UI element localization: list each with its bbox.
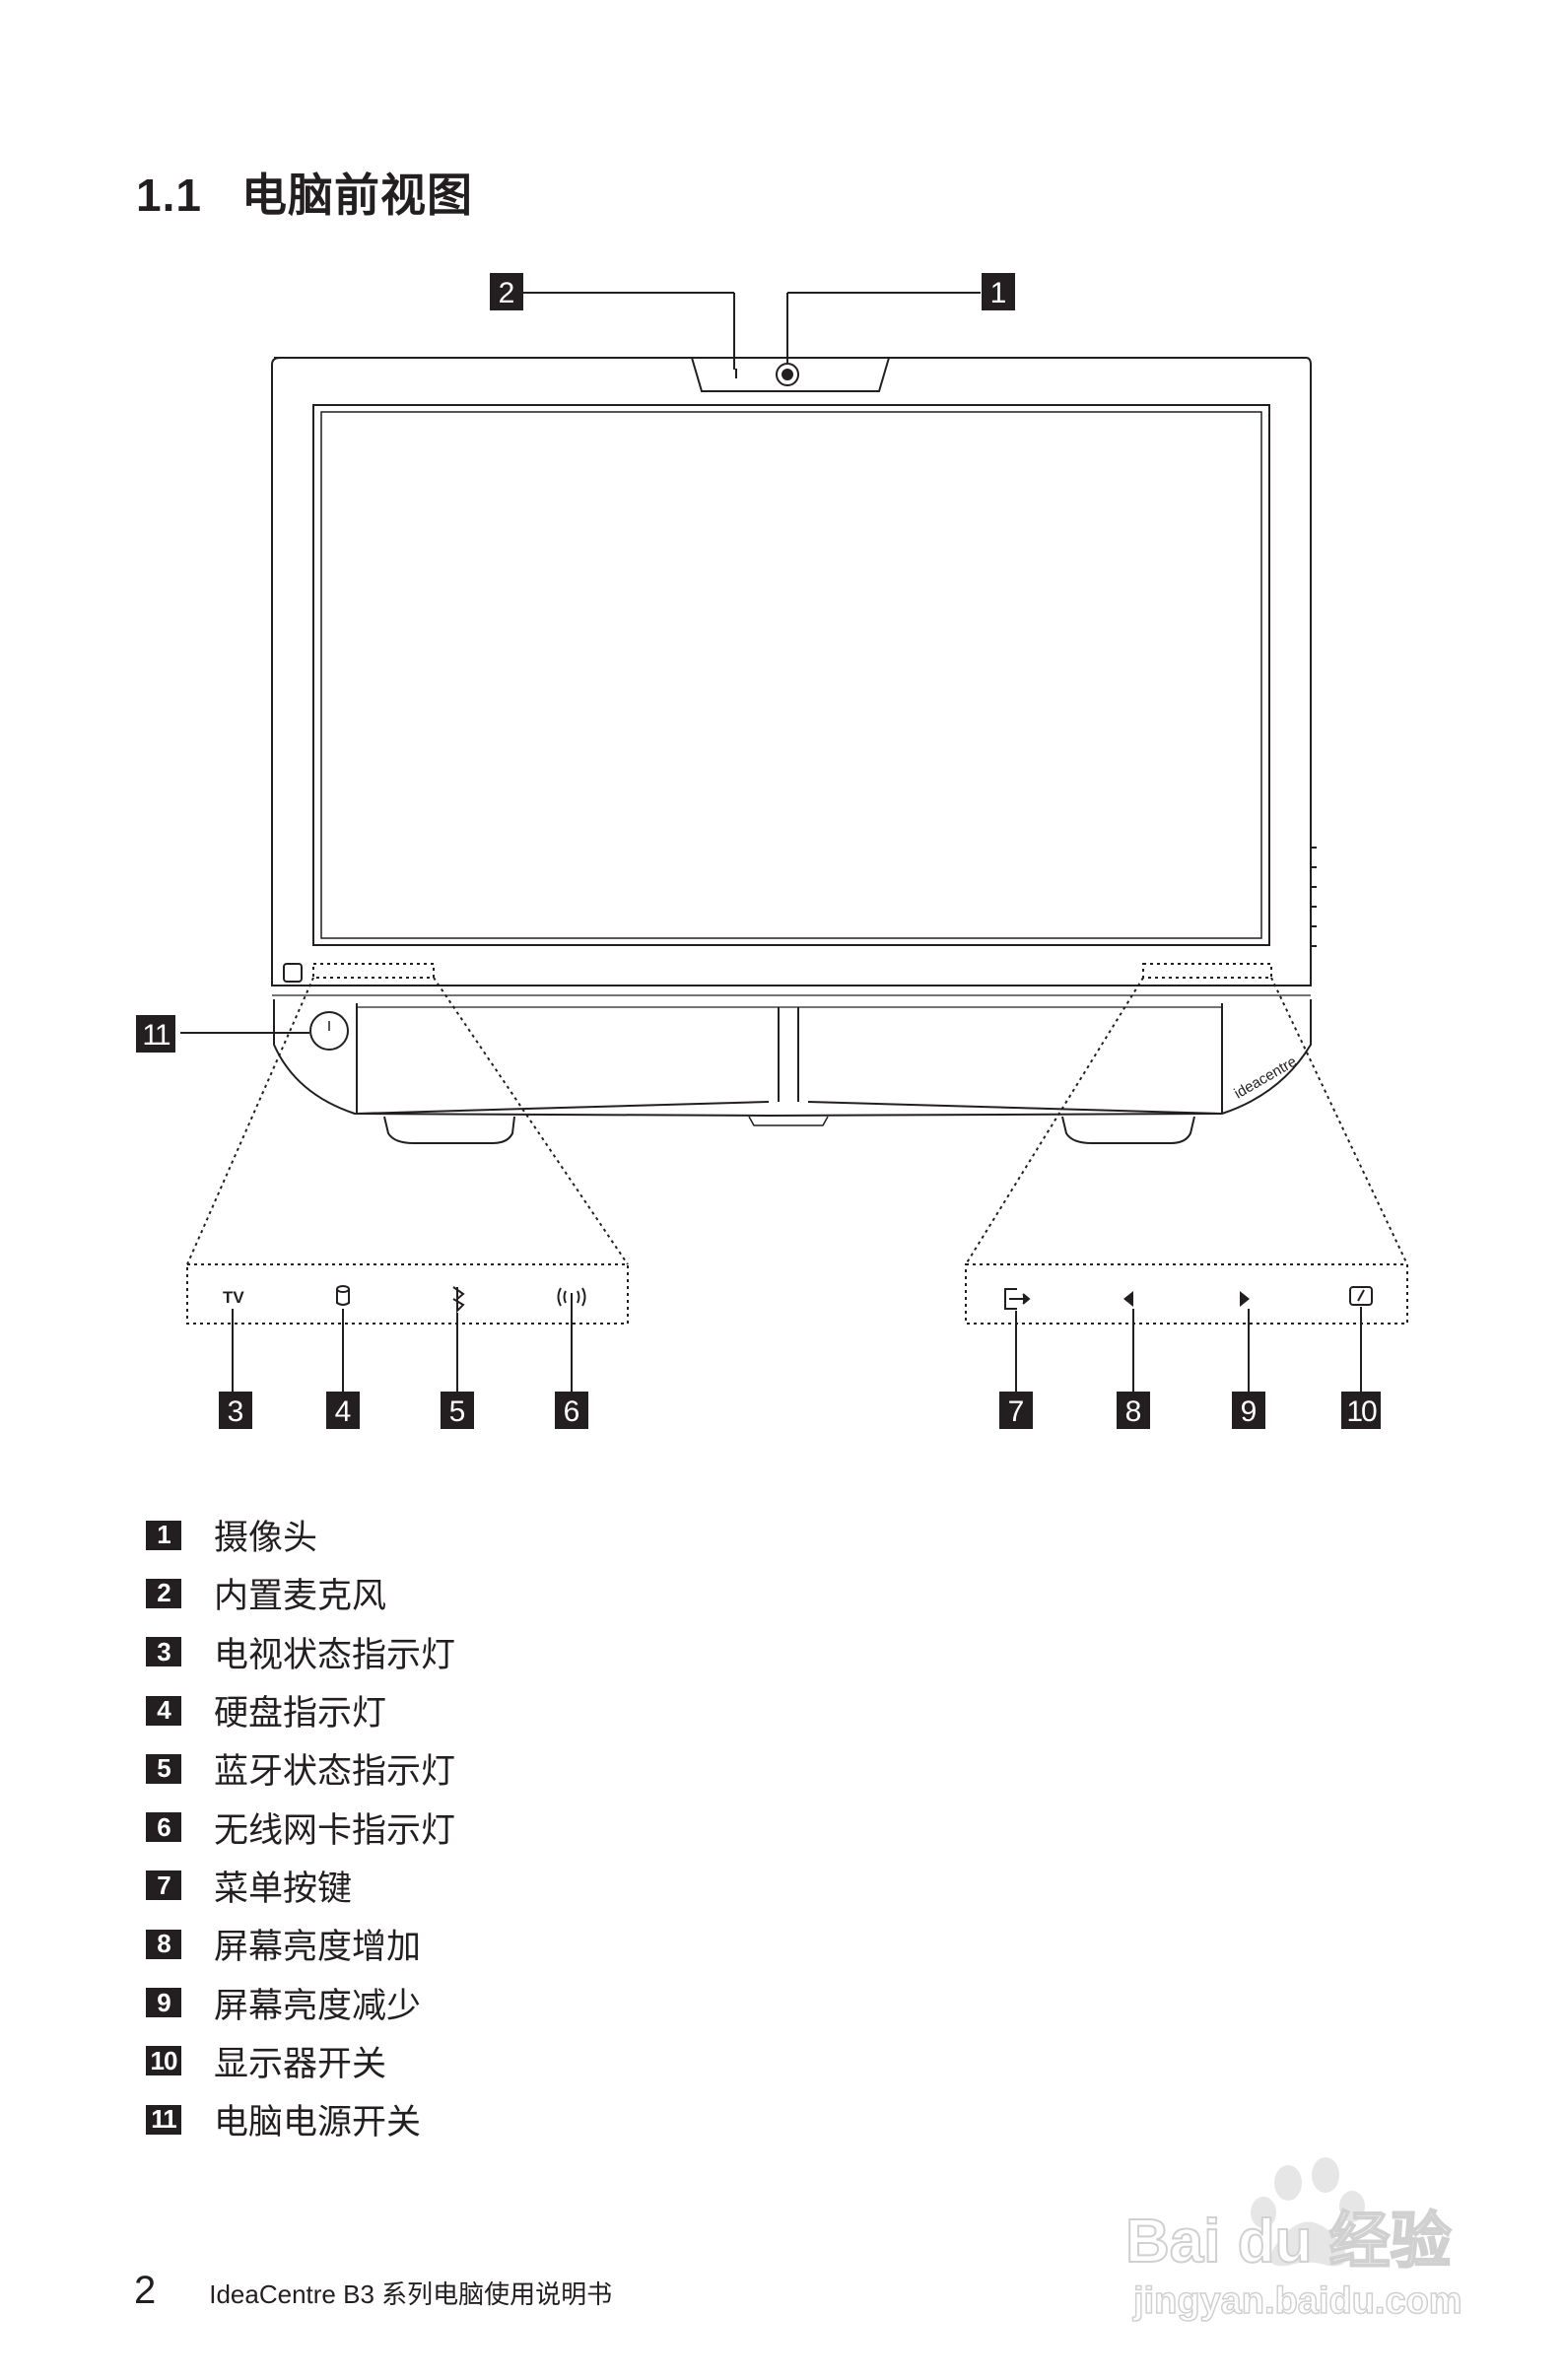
right-button-panel <box>965 1263 1408 1325</box>
legend-item: 7 菜单按键 <box>146 1857 455 1915</box>
legend-badge: 8 <box>146 1929 181 1959</box>
speaker-base <box>273 999 1312 1118</box>
legend-label: 无线网卡指示灯 <box>214 1810 456 1851</box>
callout-box-4 <box>326 1392 360 1429</box>
legend-item: 9 屏幕亮度减少 <box>146 1973 455 2031</box>
callout-label-7: 7 <box>1008 1395 1025 1428</box>
legend-badge: 3 <box>146 1637 181 1667</box>
callout-label-3: 3 <box>228 1395 244 1428</box>
watermark-brand: Bai du 经验 <box>1125 2208 1452 2276</box>
callout-box-10 <box>1341 1392 1381 1429</box>
power-button-icon <box>309 1011 349 1051</box>
section-title: 电脑前视图 <box>240 169 473 222</box>
legend-label: 屏幕亮度减少 <box>214 1986 422 2026</box>
legend-label: 菜单按键 <box>214 1869 353 1909</box>
callout-label-6: 6 <box>564 1395 580 1428</box>
section-heading: 1.1 电脑前视图 <box>136 160 473 225</box>
legend-item: 8 屏幕亮度增加 <box>146 1915 455 1973</box>
legend-badge: 9 <box>146 1988 181 2018</box>
callout-label-1: 1 <box>990 277 1007 309</box>
left-indicator-panel <box>186 1263 629 1325</box>
computer-front-view-diagram: ideacentre TV <box>136 273 1408 1429</box>
wireless-indicator-icon <box>557 1287 586 1309</box>
callout-label-2: 2 <box>499 277 515 309</box>
legend-badge: 7 <box>146 1870 181 1901</box>
callout-label-5: 5 <box>449 1395 466 1428</box>
bluetooth-indicator-icon <box>452 1286 465 1314</box>
component-legend: 1 摄像头 2 内置麦克风 3 电视状态指示灯 4 硬盘指示灯 5 蓝牙状态指示灯 6 无线… <box>146 1506 455 2148</box>
callout-box-1 <box>982 273 1015 310</box>
callout-label-4: 4 <box>335 1395 352 1428</box>
callout-label-8: 8 <box>1125 1395 1142 1428</box>
section-number: 1.1 <box>136 170 202 221</box>
callout-box-8 <box>1117 1392 1150 1429</box>
footer-title: IdeaCentre B3 系列电脑使用说明书 <box>209 2279 613 2309</box>
legend-label: 内置麦克风 <box>214 1577 387 1617</box>
legend-label: 摄像头 <box>214 1519 318 1559</box>
page-footer: 2 IdeaCentre B3 系列电脑使用说明书 <box>134 2269 612 2313</box>
legend-item: 3 电视状态指示灯 <box>146 1623 455 1681</box>
callout-label-9: 9 <box>1241 1395 1258 1428</box>
callout-label-11: 11 <box>142 1019 170 1052</box>
right-foot <box>1061 1116 1195 1144</box>
legend-item: 6 无线网卡指示灯 <box>146 1798 455 1856</box>
callout-box-11 <box>136 1015 175 1053</box>
callout-box-7 <box>999 1392 1033 1429</box>
display-screen <box>312 404 1270 946</box>
watermark-url: jingyan.baidu.com <box>1132 2280 1462 2322</box>
callout-box-2 <box>490 273 523 310</box>
brightness-down-icon <box>1240 1291 1250 1307</box>
callout-box-3 <box>219 1392 252 1429</box>
legend-label: 显示器开关 <box>214 2044 387 2084</box>
monitor-bezel <box>271 357 1312 986</box>
legend-item: 4 硬盘指示灯 <box>146 1681 455 1739</box>
legend-label: 硬盘指示灯 <box>214 1694 387 1734</box>
display-toggle-icon <box>1349 1286 1373 1306</box>
callout-box-6 <box>555 1392 588 1429</box>
legend-badge: 2 <box>146 1578 181 1608</box>
brightness-up-icon <box>1123 1291 1133 1307</box>
callout-box-9 <box>1232 1392 1265 1429</box>
camera-notch <box>691 357 890 392</box>
legend-label: 屏幕亮度增加 <box>214 1928 422 1968</box>
paw-logo-icon <box>1251 2157 1365 2267</box>
legend-badge: 1 <box>146 1520 181 1550</box>
callout-box-5 <box>441 1392 474 1429</box>
legend-badge: 4 <box>146 1695 181 1726</box>
legend-badge: 11 <box>146 2104 181 2135</box>
menu-button-icon <box>1004 1288 1031 1310</box>
baidu-jingyan-watermark: Bai du 经验 jingyan.baidu.com <box>1124 2157 1462 2323</box>
legend-badge: 6 <box>146 1812 181 1843</box>
legend-item: 2 内置麦克风 <box>146 1564 455 1622</box>
legend-badge: 5 <box>146 1753 181 1784</box>
tv-indicator-icon: TV <box>223 1288 244 1307</box>
tv-button <box>283 963 303 983</box>
brand-label: ideacentre <box>1232 1054 1300 1103</box>
callout-label-10: 10 <box>1346 1395 1377 1428</box>
page-number: 2 <box>134 2269 157 2312</box>
legend-label: 电脑电源开关 <box>214 2103 422 2143</box>
camera-icon <box>776 363 799 386</box>
legend-label: 电视状态指示灯 <box>214 1635 456 1675</box>
legend-item: 1 摄像头 <box>146 1506 455 1564</box>
left-foot <box>383 1116 515 1144</box>
legend-item: 10 显示器开关 <box>146 2032 455 2090</box>
legend-item: 11 电脑电源开关 <box>146 2090 455 2148</box>
hard-disk-indicator-icon <box>336 1285 350 1306</box>
legend-label: 蓝牙状态指示灯 <box>214 1752 456 1793</box>
legend-item: 5 蓝牙状态指示灯 <box>146 1739 455 1798</box>
legend-badge: 10 <box>146 2046 181 2076</box>
